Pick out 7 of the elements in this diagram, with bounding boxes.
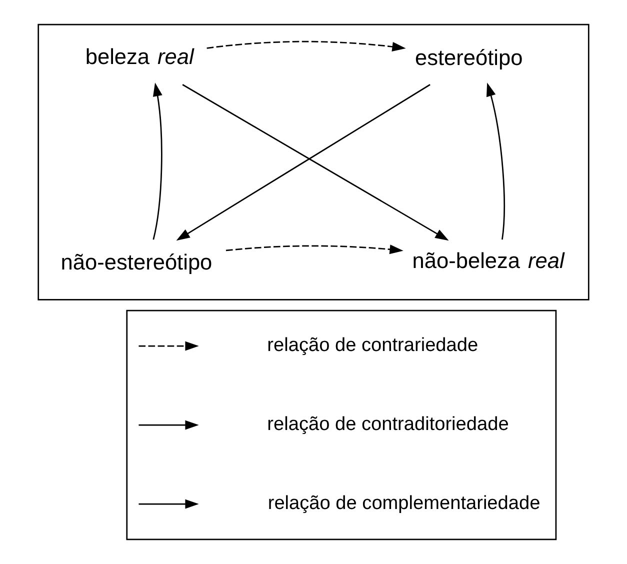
node-text: estereótipo (414, 45, 523, 70)
node-text: não-estereótipo (60, 249, 212, 274)
node-text: beleza real (85, 44, 194, 69)
legend-label: relação de complementariedade (268, 493, 540, 514)
legend-label: relação de contraditoriedade (267, 414, 509, 436)
node-text: não-beleza real (412, 248, 564, 274)
legend-label: relação de contrariedade (267, 335, 478, 356)
